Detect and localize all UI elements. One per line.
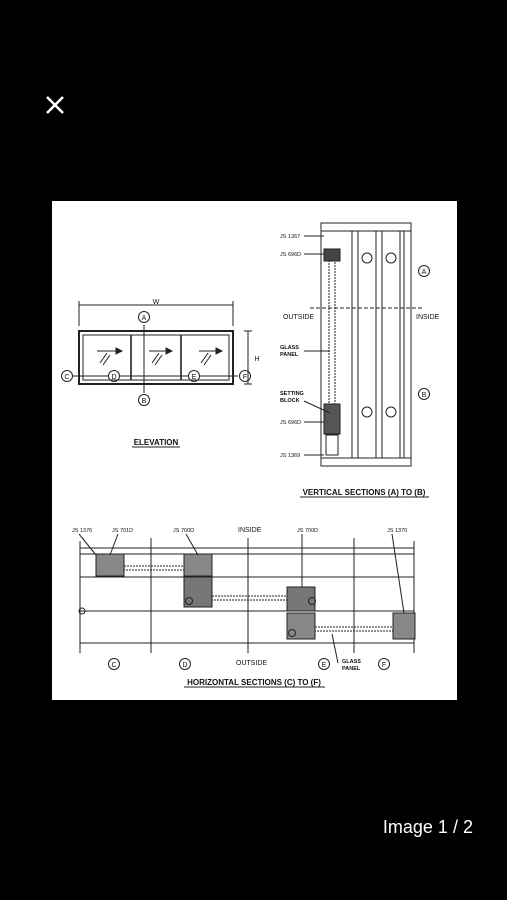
elevation-marker-f: F (243, 374, 247, 381)
label-js-1376: JS 1376 (72, 528, 92, 534)
label-js-696d-top: JS 696D (280, 252, 301, 258)
label-setting: SETTING (280, 391, 304, 397)
horizontal-section-view (78, 533, 416, 688)
close-icon (46, 96, 64, 114)
counter-prefix: Image (382, 817, 433, 837)
elevation-labels: W H A B C D E F ELEVATION (64, 299, 259, 447)
label-inside-horizontal: INSIDE (238, 527, 262, 534)
label-js-1369: JS 1369 (280, 453, 300, 459)
vertical-section-labels: JS 1367 JS 696D OUTSIDE INSIDE GLASS PAN… (280, 234, 440, 497)
label-js-700d-b: JS 700D (297, 528, 318, 534)
elevation-marker-d: D (111, 374, 116, 381)
elevation-marker-b: B (142, 398, 147, 405)
elevation-title: ELEVATION (134, 438, 179, 447)
vertical-section-view (300, 222, 430, 498)
counter-separator: / (452, 817, 458, 837)
label-glass-h: GLASS (342, 659, 361, 665)
counter-total: 2 (462, 817, 473, 837)
label-js-1367: JS 1367 (280, 234, 300, 240)
horizontal-section-title: HORIZONTAL SECTIONS (C) TO (F) (187, 678, 321, 687)
elevation-view (61, 301, 252, 448)
image-counter: Image 1 / 2 (383, 817, 473, 838)
label-glass: GLASS (280, 345, 299, 351)
horizontal-marker-e: E (322, 662, 327, 669)
elevation-height-label: H (254, 356, 259, 363)
technical-drawing-image: W H A B C D E F ELEVATION (52, 201, 457, 700)
elevation-marker-c: C (64, 374, 69, 381)
horizontal-section-labels: JS 1376 JS 701D JS 700D INSIDE JS 700D J… (72, 527, 407, 687)
elevation-width-label: W (153, 299, 160, 306)
label-panel-h: PANEL (342, 666, 361, 672)
label-js-696d-bottom: JS 696D (280, 420, 301, 426)
horizontal-marker-f: F (382, 662, 386, 669)
label-panel: PANEL (280, 352, 299, 358)
vertical-marker-b: B (422, 392, 427, 399)
close-button[interactable] (40, 90, 70, 120)
counter-current: 1 (437, 817, 448, 837)
label-outside-vertical: OUTSIDE (283, 314, 314, 321)
label-block: BLOCK (280, 398, 300, 404)
label-js-1370: JS 1370 (387, 528, 407, 534)
label-js-700d-a: JS 700D (173, 528, 194, 534)
drawing-canvas: W H A B C D E F ELEVATION (61, 222, 440, 688)
horizontal-marker-d: D (182, 662, 187, 669)
label-outside-horizontal: OUTSIDE (236, 660, 267, 667)
vertical-marker-a: A (422, 269, 427, 276)
horizontal-marker-c: C (111, 662, 116, 669)
label-js-701d: JS 701D (112, 528, 133, 534)
elevation-marker-e: E (192, 374, 197, 381)
vertical-section-title: VERTICAL SECTIONS (A) TO (B) (303, 488, 426, 497)
elevation-marker-a: A (142, 315, 147, 322)
label-inside-vertical: INSIDE (416, 314, 440, 321)
